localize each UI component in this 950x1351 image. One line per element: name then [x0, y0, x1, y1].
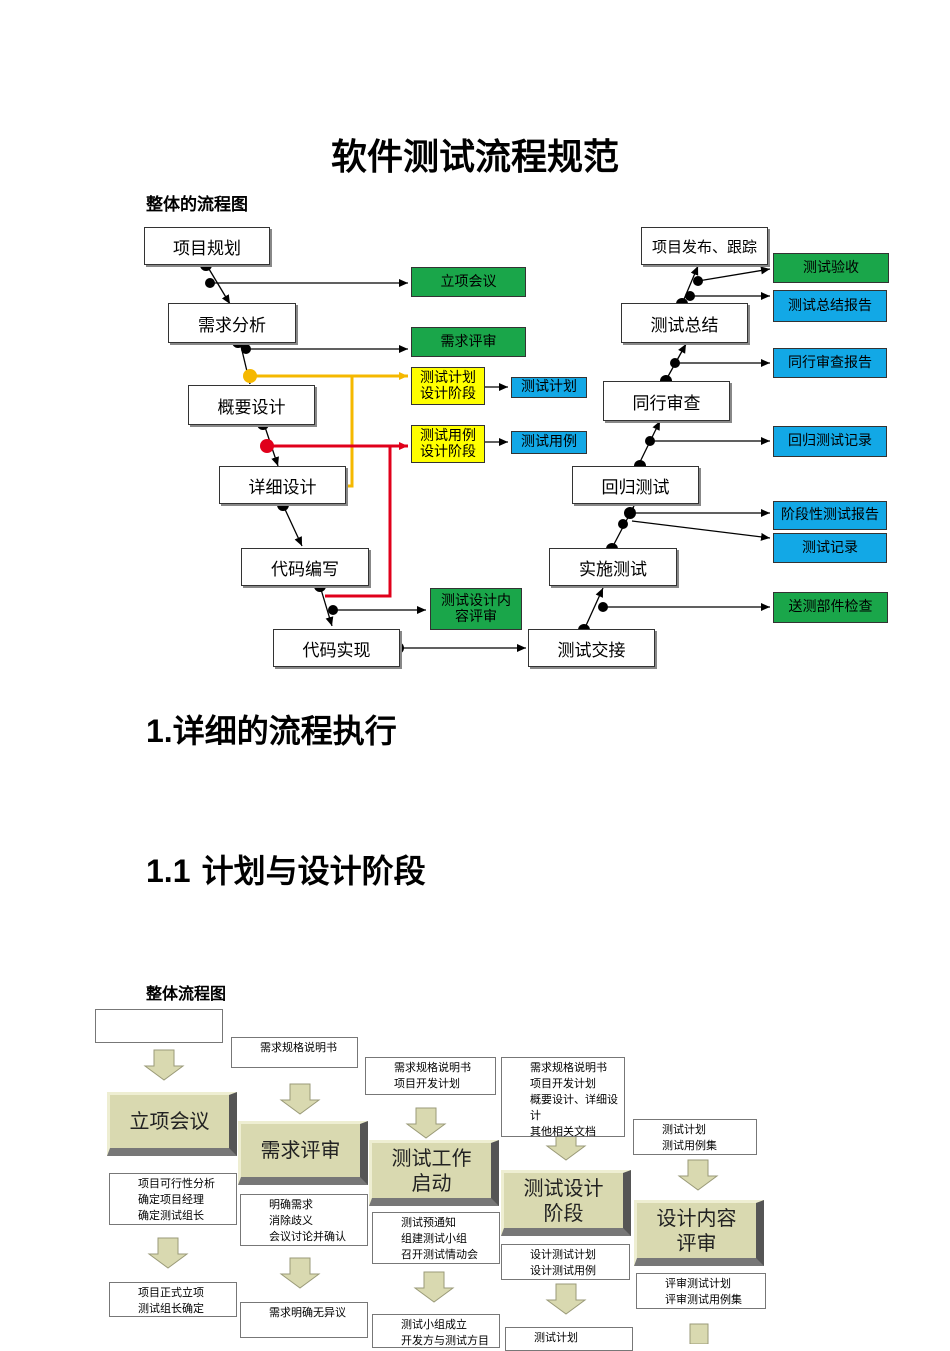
input-item: 其他相关文档 — [530, 1124, 620, 1140]
tag-stage-test-report: 阶段性测试报告 — [773, 501, 887, 530]
section-1-1-title: 计划与设计阶段 — [201, 852, 426, 890]
tag-test-design-review: 测试设计内容评审 — [430, 588, 522, 630]
input-list-1 — [95, 1009, 223, 1043]
input-item: 测试用例集 — [662, 1138, 752, 1154]
page-title: 软件测试流程规范 — [330, 137, 619, 178]
output-item: 测试组长确定 — [138, 1301, 232, 1317]
activity-list-5: 评审测试计划 评审测试用例集 — [636, 1273, 766, 1309]
input-list-4: 需求规格说明书 项目开发计划 概要设计、详细设计 其他相关文档 — [501, 1057, 625, 1140]
flowchart-overall: 项目规划 需求分析 概要设计 详细设计 代码编写 代码实现 测试交接 实施测试 … — [144, 227, 889, 667]
section-1-number: 1. — [146, 713, 173, 749]
activity-item: 确定测试组长 — [138, 1208, 232, 1224]
activity-item: 评审测试用例集 — [665, 1292, 761, 1308]
activity-list-2: 明确需求 消除歧义 会议讨论并确认 — [240, 1194, 368, 1246]
activity-item: 设计测试计划 — [530, 1247, 625, 1263]
input-item — [124, 1012, 218, 1028]
output-item: 测试小组成立 — [401, 1317, 495, 1333]
section-1-heading: 1.详细的流程执行 — [146, 706, 397, 752]
output-list-3: 测试小组成立 开发方与测试方目 — [372, 1314, 500, 1348]
input-item: 需求规格说明书 — [260, 1040, 353, 1056]
box-release-tracking: 项目发布、跟踪 — [641, 227, 768, 265]
stage-design-review: 设计内容评审 — [634, 1200, 764, 1266]
activity-item: 测试预通知 — [401, 1215, 495, 1231]
activity-item: 评审测试计划 — [665, 1276, 761, 1292]
overview2-label: 整体流程图 — [146, 984, 227, 1003]
activity-item: 召开测试情动会 — [401, 1247, 495, 1263]
section-1-1-heading: 1.1 计划与设计阶段 — [146, 846, 426, 892]
box-code-implementation: 代码实现 — [273, 629, 400, 667]
activity-item: 确定项目经理 — [138, 1192, 232, 1208]
tag-regression-record: 回归测试记录 — [773, 426, 887, 457]
output-list-1: 项目正式立项 测试组长确定 — [109, 1282, 237, 1317]
box-code-writing: 代码编写 — [241, 548, 369, 586]
box-test-summary: 测试总结 — [621, 303, 748, 343]
activity-list-1: 项目可行性分析 确定项目经理 确定测试组长 — [109, 1173, 237, 1225]
input-item: 项目开发计划 — [530, 1076, 620, 1092]
box-project-planning: 项目规划 — [144, 227, 270, 265]
input-item: 测试计划 — [662, 1122, 752, 1138]
activity-item: 明确需求 — [269, 1197, 363, 1213]
input-list-3: 需求规格说明书 项目开发计划 — [365, 1057, 496, 1095]
tag-test-plan: 测试计划 — [511, 377, 587, 398]
output-item: 项目正式立项 — [138, 1285, 232, 1301]
stage-project-kickoff: 立项会议 — [107, 1092, 237, 1156]
activity-list-4: 设计测试计划 设计测试用例 — [501, 1244, 630, 1280]
activity-item: 消除歧义 — [269, 1213, 363, 1229]
tag-delivery-check: 送测部件检查 — [773, 592, 888, 623]
down-arrows — [143, 1049, 719, 1344]
section-1-1-number: 1.1 — [146, 853, 191, 889]
input-list-2: 需求规格说明书 — [231, 1037, 358, 1068]
stage-test-kickoff: 测试工作启动 — [369, 1140, 499, 1206]
box-test-handover: 测试交接 — [528, 629, 655, 667]
input-item: 需求规格说明书 — [394, 1060, 491, 1076]
activity-list-3: 测试预通知 组建测试小组 召开测试情动会 — [372, 1212, 500, 1264]
box-high-level-design: 概要设计 — [188, 385, 315, 425]
tag-test-cases: 测试用例 — [511, 431, 587, 454]
stage-test-design: 测试设计阶段 — [501, 1170, 631, 1236]
tag-test-acceptance: 测试验收 — [773, 253, 889, 283]
input-item: 需求规格说明书 — [530, 1060, 620, 1076]
tag-requirement-review: 需求评审 — [411, 327, 526, 357]
activity-item: 组建测试小组 — [401, 1231, 495, 1247]
input-list-5: 测试计划 测试用例集 — [633, 1119, 757, 1155]
tag-test-case-design: 测试用例设计阶段 — [411, 425, 485, 463]
box-requirement-analysis: 需求分析 — [168, 303, 296, 343]
output-item: 需求明确无异议 — [269, 1305, 363, 1321]
tag-test-plan-design: 测试计划设计阶段 — [411, 367, 485, 405]
stage-requirement-review: 需求评审 — [238, 1121, 368, 1185]
output-item: 开发方与测试方目 — [401, 1333, 495, 1349]
section-1-title: 详细的流程执行 — [172, 712, 397, 750]
tag-test-summary-report: 测试总结报告 — [773, 290, 887, 322]
input-item: 项目开发计划 — [394, 1076, 491, 1092]
tag-test-record: 测试记录 — [773, 533, 887, 563]
output-list-4: 测试计划 — [505, 1327, 633, 1351]
box-regression-test: 回归测试 — [572, 466, 699, 504]
box-test-execution: 实施测试 — [549, 548, 677, 586]
output-item: 测试计划 — [534, 1330, 628, 1346]
activity-item: 会议讨论并确认 — [269, 1229, 363, 1245]
output-list-2: 需求明确无异议 — [240, 1302, 368, 1338]
box-detailed-design: 详细设计 — [219, 466, 346, 504]
tag-peer-review-report: 同行审查报告 — [773, 348, 887, 378]
input-item: 概要设计、详细设计 — [530, 1092, 620, 1124]
tag-project-kickoff: 立项会议 — [411, 267, 526, 297]
flowchart-planning: 需求规格说明书 需求规格说明书 项目开发计划 需求规格说明书 项目开发计划 概要… — [0, 1000, 950, 1351]
box-peer-review: 同行审查 — [603, 381, 730, 421]
activity-item: 设计测试用例 — [530, 1263, 625, 1279]
overview-label: 整体的流程图 — [146, 195, 248, 215]
activity-item: 项目可行性分析 — [138, 1176, 232, 1192]
